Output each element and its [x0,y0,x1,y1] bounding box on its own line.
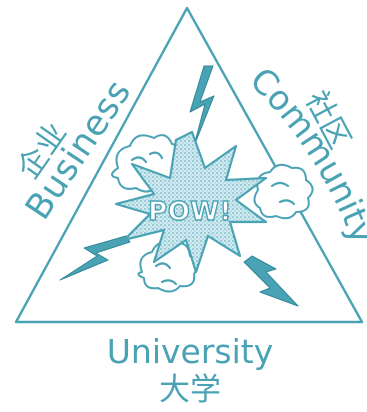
triangle-frame [14,6,364,324]
cloud-puff-icon [130,151,164,164]
university-label: University [107,332,273,371]
university-chinese-label: 大学 [159,372,221,408]
pow-label: POW! [148,197,232,227]
cloud-puff-icon [270,181,296,206]
lightning-bolt-icon [189,65,215,147]
lightning-bolt-icon [243,255,299,307]
cloud-puff-icon [154,262,178,286]
cloud-puff-icon [253,163,314,220]
lightning-bolt-icon [59,235,131,281]
explosion-burst-icon [114,130,268,274]
